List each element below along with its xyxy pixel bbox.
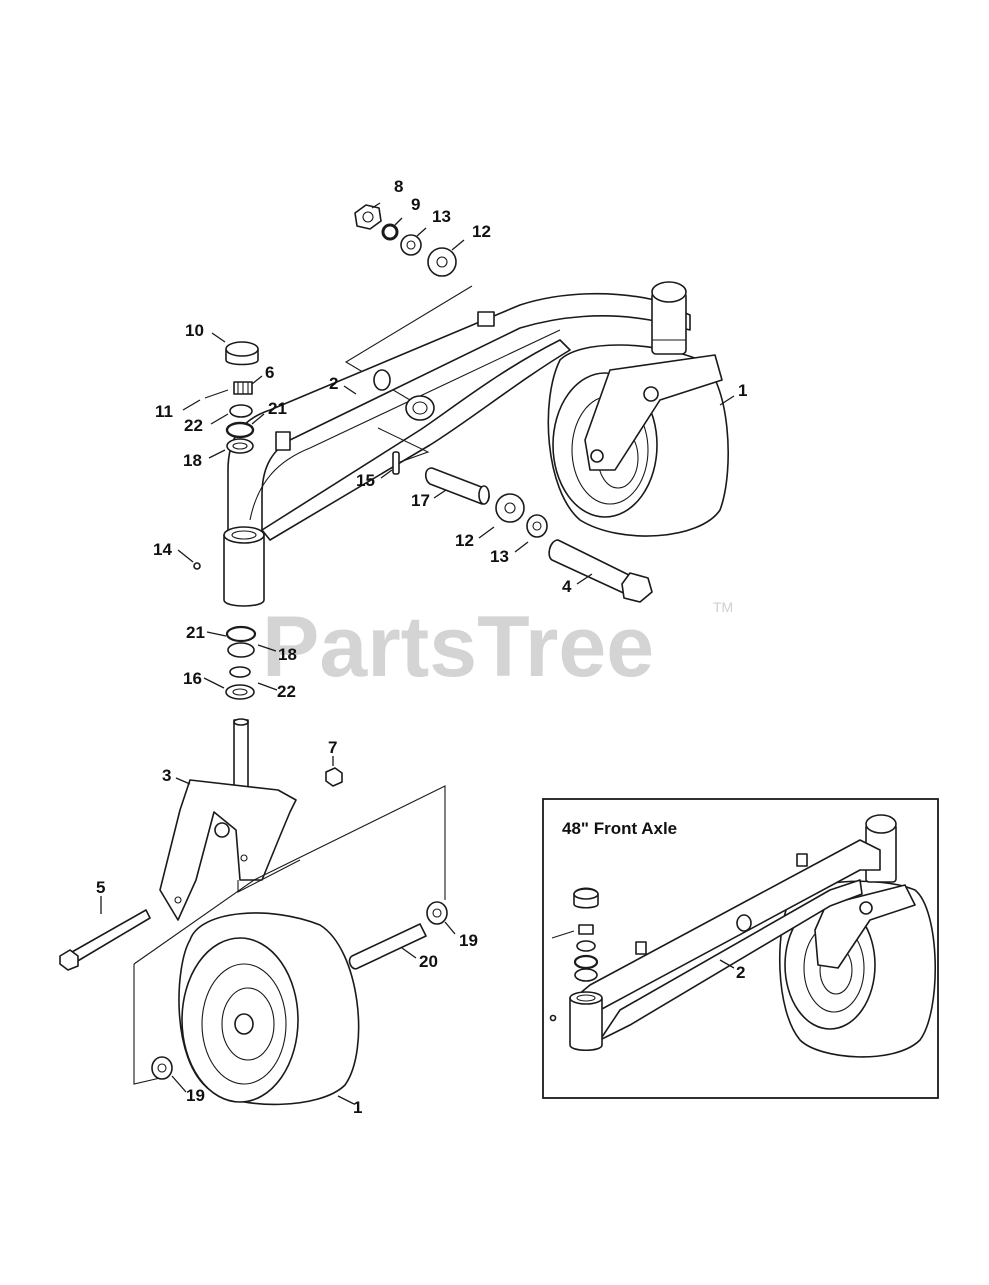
callout-6: 6 xyxy=(265,363,274,382)
wheel-bolt-hardware xyxy=(59,901,448,1080)
watermark-tm: TM xyxy=(713,599,733,615)
callout-13: 13 xyxy=(432,207,451,226)
caster-fork xyxy=(133,718,446,1085)
callout-11: 11 xyxy=(155,402,173,421)
callout-18-low: 18 xyxy=(278,645,297,664)
flange-nut-part xyxy=(354,204,382,230)
lower-wheel xyxy=(178,912,360,1106)
callout-19-right: 19 xyxy=(459,931,478,950)
callout-17: 17 xyxy=(411,491,430,510)
callout-21-low: 21 xyxy=(186,623,205,642)
callout-13-mid: 13 xyxy=(490,547,509,566)
callout-7: 7 xyxy=(328,738,337,757)
callout-14: 14 xyxy=(153,540,172,559)
spindle-housing xyxy=(193,526,265,607)
callout-16: 16 xyxy=(183,669,202,688)
callout-22-low: 22 xyxy=(277,682,296,701)
inset-48-front-axle: 48" Front Axle 2 xyxy=(542,798,939,1099)
upper-bearing-stack xyxy=(204,341,259,454)
watermark-text: PartsTree xyxy=(262,599,654,695)
callout-18-top: 18 xyxy=(183,451,202,470)
callout-1-top: 1 xyxy=(738,381,747,400)
callout-5: 5 xyxy=(96,878,105,897)
callout-3: 3 xyxy=(162,766,171,785)
axle-beam xyxy=(227,292,691,541)
callout-21-top: 21 xyxy=(268,399,287,418)
callout-15: 15 xyxy=(356,471,375,490)
callout-12: 12 xyxy=(472,222,491,241)
callout-9: 9 xyxy=(411,195,420,214)
lower-bearing-stack xyxy=(225,625,257,700)
callout-20: 20 xyxy=(419,952,438,971)
callout-19-left: 19 xyxy=(186,1086,205,1105)
callout-4: 4 xyxy=(562,577,572,596)
callout-12-mid: 12 xyxy=(455,531,474,550)
callout-22-top: 22 xyxy=(184,416,203,435)
leader-lines xyxy=(100,202,735,1105)
callout-2: 2 xyxy=(329,374,338,393)
inset-title: 48" Front Axle xyxy=(562,819,677,838)
callout-10: 10 xyxy=(185,321,204,340)
callout-1-low: 1 xyxy=(353,1098,362,1117)
inset-callout-2: 2 xyxy=(736,963,745,982)
callout-8: 8 xyxy=(394,177,403,196)
axle-pivot-hardware xyxy=(377,427,653,603)
callout-labels: 8 9 13 12 10 6 2 1 11 22 21 18 15 17 12 … xyxy=(96,177,747,1117)
right-wheel-assembly xyxy=(547,281,729,537)
